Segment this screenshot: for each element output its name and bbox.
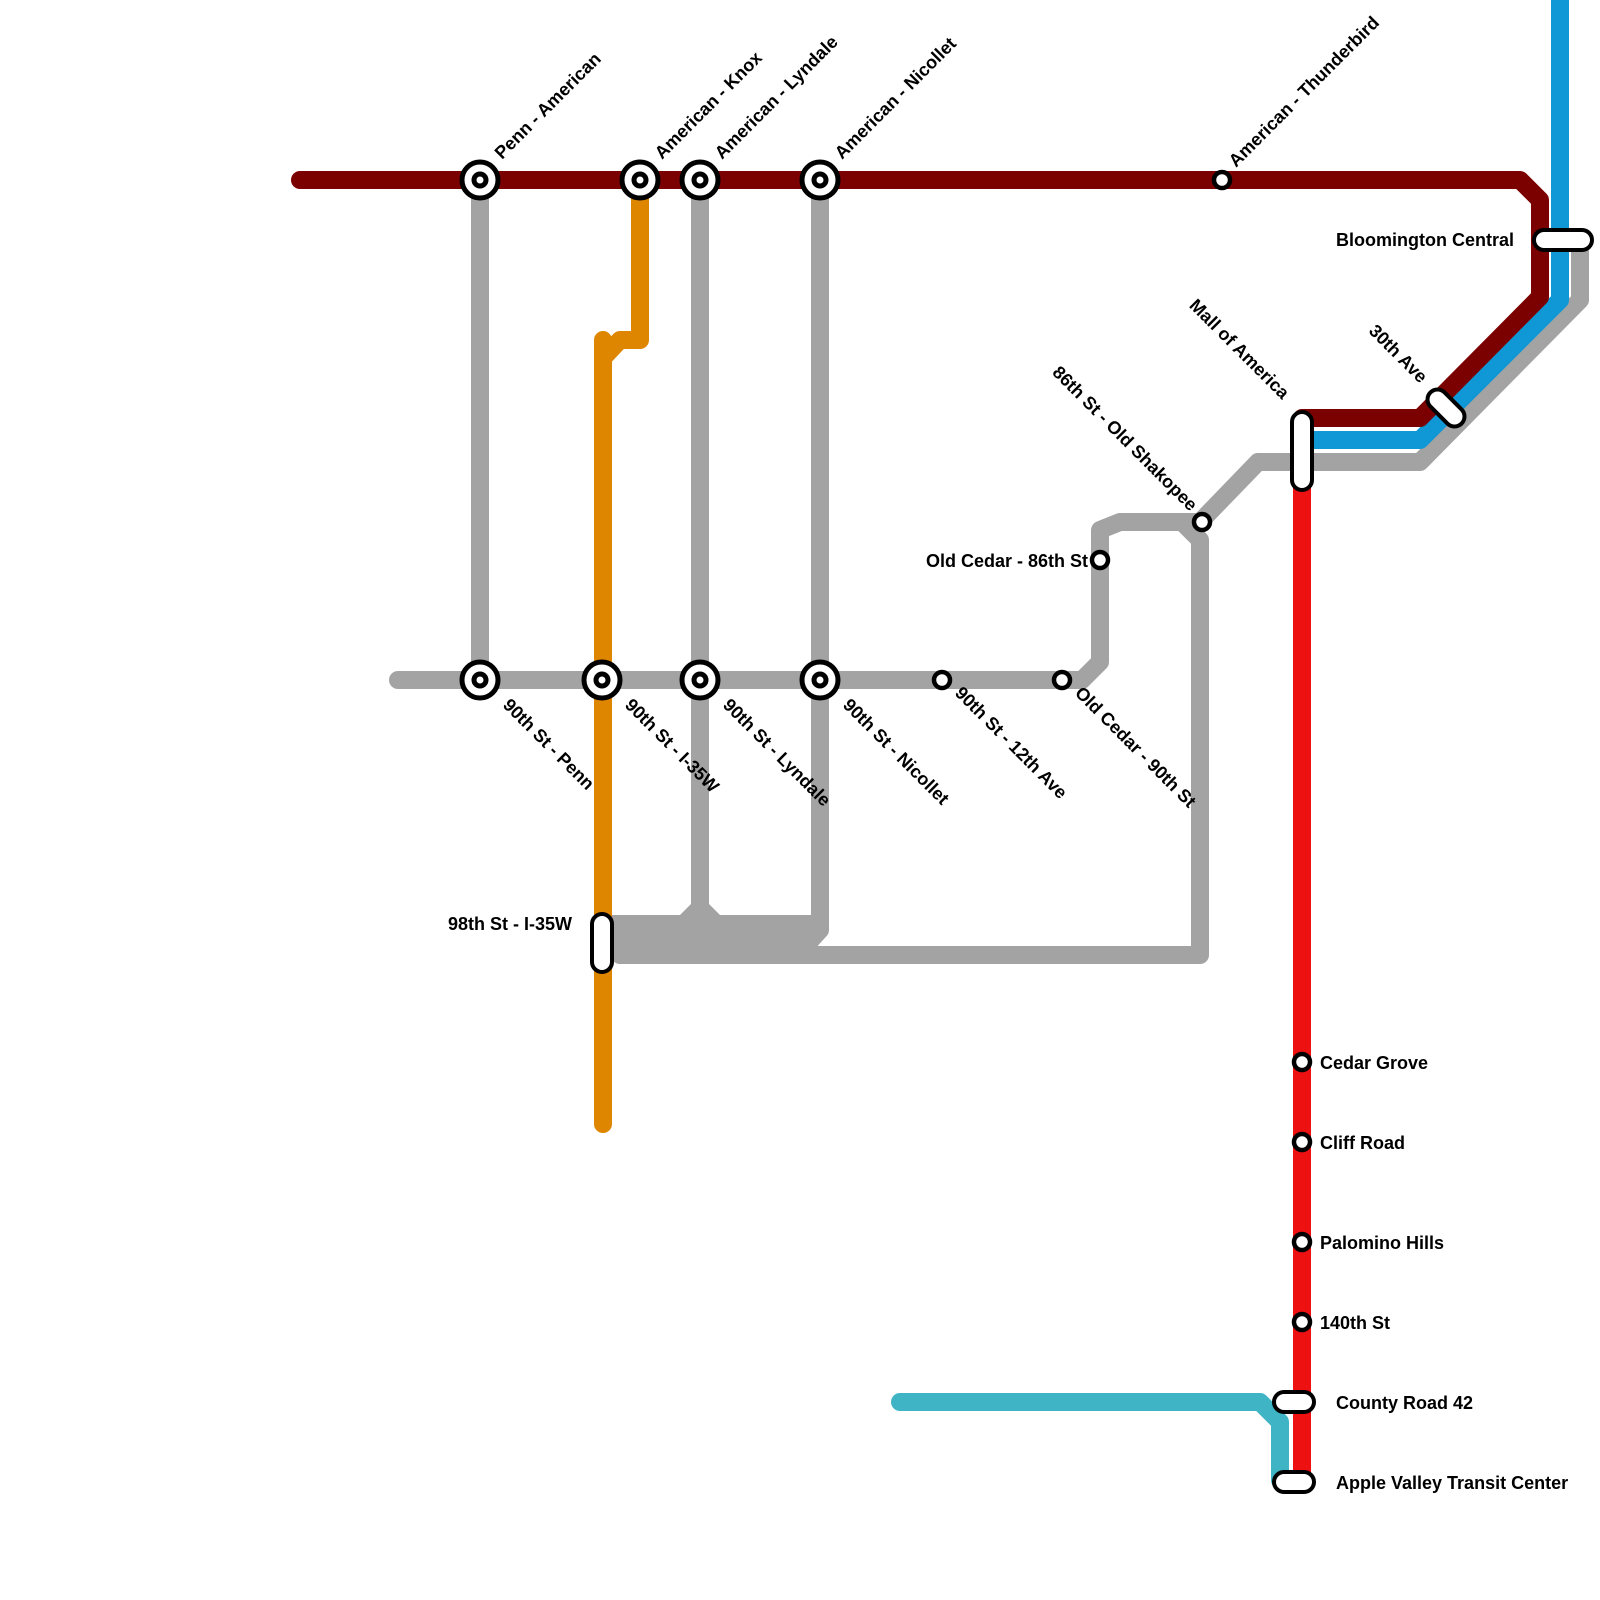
label-old-cedar-90th: Old Cedar - 90th St	[1071, 683, 1200, 812]
label-bloomington-central: Bloomington Central	[1336, 230, 1514, 250]
label-86th-old-shakopee: 86th St - Old Shakopee	[1049, 362, 1202, 515]
stations	[459, 159, 1594, 1494]
label-30th-ave: 30th Ave	[1365, 321, 1431, 387]
station-labels: Penn - American American - Knox American…	[448, 12, 1568, 1493]
station-mall-of-america[interactable]	[1290, 410, 1314, 492]
label-90th-nicollet: 90th St - Nicollet	[839, 695, 953, 809]
station-apple-valley-transit-center[interactable]	[1272, 1470, 1316, 1494]
station-90th-penn[interactable]	[459, 659, 501, 701]
blue-line	[1293, 0, 1569, 449]
label-cliff-road: Cliff Road	[1320, 1133, 1405, 1153]
station-90th-lyndale[interactable]	[679, 659, 721, 701]
label-american-nicollet: American - Nicollet	[831, 33, 960, 162]
label-penn-american: Penn - American	[491, 49, 605, 163]
station-old-cedar-90th[interactable]	[1051, 669, 1073, 691]
station-90th-i35w[interactable]	[581, 659, 623, 701]
station-bloomington-central[interactable]	[1532, 228, 1594, 252]
station-140th-st[interactable]	[1291, 1311, 1313, 1333]
label-palomino-hills: Palomino Hills	[1320, 1233, 1444, 1253]
label-90th-penn: 90th St - Penn	[499, 695, 598, 794]
label-140th-st: 140th St	[1320, 1313, 1390, 1333]
label-98th-i35w: 98th St - I-35W	[448, 914, 572, 934]
station-90th-12th-ave[interactable]	[931, 669, 953, 691]
station-american-nicollet[interactable]	[799, 159, 841, 201]
station-county-road-42[interactable]	[1272, 1390, 1316, 1414]
label-90th-12th-ave: 90th St - 12th Ave	[951, 683, 1071, 803]
route-lines	[291, 0, 1589, 1489]
station-90th-nicollet[interactable]	[799, 659, 841, 701]
orange-line	[594, 171, 649, 1133]
station-american-lyndale[interactable]	[679, 159, 721, 201]
label-cedar-grove: Cedar Grove	[1320, 1053, 1428, 1073]
station-american-knox[interactable]	[619, 159, 661, 201]
station-old-cedar-86th[interactable]	[1089, 549, 1111, 571]
station-palomino-hills[interactable]	[1291, 1231, 1313, 1253]
label-county-road-42: County Road 42	[1336, 1393, 1473, 1413]
gray-line	[389, 171, 1589, 964]
station-penn-american[interactable]	[459, 159, 501, 201]
station-cliff-road[interactable]	[1291, 1131, 1313, 1153]
teal-line	[891, 1393, 1289, 1489]
station-98th-i35w[interactable]	[590, 912, 614, 974]
station-30th-ave[interactable]	[1423, 385, 1468, 430]
station-cedar-grove[interactable]	[1291, 1051, 1313, 1073]
gray-yard	[612, 895, 812, 960]
label-old-cedar-86th: Old Cedar - 86th St	[926, 551, 1088, 571]
label-american-knox: American - Knox	[651, 48, 766, 163]
label-apple-valley-transit-center: Apple Valley Transit Center	[1336, 1473, 1568, 1493]
station-american-thunderbird[interactable]	[1211, 169, 1233, 191]
station-86th-old-shakopee[interactable]	[1191, 511, 1213, 533]
label-mall-of-america: Mall of America	[1186, 295, 1294, 403]
label-american-thunderbird: American - Thunderbird	[1225, 12, 1383, 170]
